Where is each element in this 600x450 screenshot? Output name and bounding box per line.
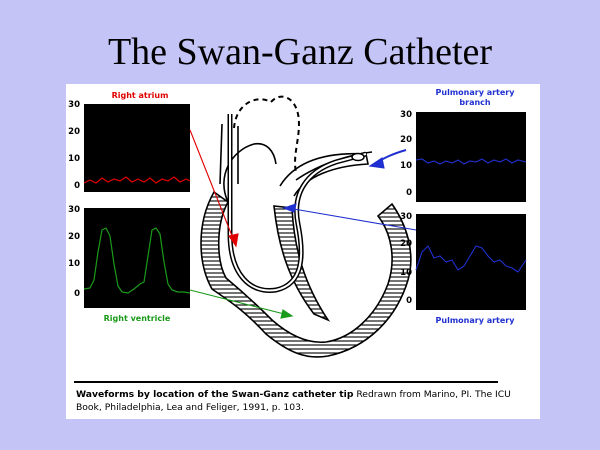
- catheter: [227, 114, 367, 293]
- pulmonary-artery-branch-waveform: [415, 158, 527, 165]
- pa-tick-10: 10: [400, 268, 412, 278]
- pa-tick-20: 20: [400, 239, 412, 249]
- pulmonary-artery-panel: [416, 214, 526, 310]
- pulmonary-artery-branch-label-line1: Pulmonary artery: [435, 88, 515, 97]
- ra-tick-20: 20: [68, 127, 80, 137]
- ventricle-wall: [200, 190, 412, 358]
- ra-tick-10: 10: [68, 154, 80, 164]
- rv-tick-20: 20: [68, 232, 80, 242]
- catheter-figure: Right atrium Right ventricle Pulmonary a…: [66, 84, 540, 419]
- figure-graphics: [74, 95, 527, 383]
- caption-title: Waveforms by location of the Swan-Ganz c…: [76, 389, 354, 400]
- rv-tick-0: 0: [74, 289, 80, 299]
- caption-source: Redrawn from Marino, PI. The ICU Book, P…: [76, 389, 511, 413]
- pulmonary-artery-branch-panel: [416, 112, 526, 202]
- pa-tick-0: 0: [406, 296, 412, 306]
- pulmonary-artery-waveform: [415, 245, 527, 273]
- right-atrium-label: Right atrium: [111, 91, 169, 100]
- ra-tick-0: 0: [74, 181, 80, 191]
- pointer-arrows: [189, 129, 417, 319]
- right-ventricle-panel: [84, 208, 190, 308]
- right-atrium-waveform: [83, 176, 191, 184]
- aortic-arch-outline: [233, 95, 300, 173]
- pulmonary-artery-label: Pulmonary artery: [435, 316, 515, 325]
- pa-tick-30: 30: [400, 212, 412, 222]
- slide-title: The Swan-Ganz Catheter: [107, 31, 493, 73]
- figure-caption: Waveforms by location of the Swan-Ganz c…: [76, 388, 536, 414]
- septum: [273, 205, 331, 322]
- pab-tick-20: 20: [400, 135, 412, 145]
- right-atrium-panel: [84, 104, 190, 192]
- right-ventricle-label: Right ventricle: [103, 314, 171, 323]
- pulmonary-artery-branch-label-line2: branch: [459, 98, 491, 107]
- svc-outline-left: [219, 123, 223, 185]
- right-ventricle-waveform: [83, 227, 191, 294]
- ra-tick-30: 30: [68, 100, 80, 110]
- rv-tick-10: 10: [68, 259, 80, 269]
- rv-tick-30: 30: [68, 205, 80, 215]
- pab-tick-10: 10: [400, 161, 412, 171]
- right-atrium-outline: [223, 142, 277, 203]
- pab-tick-30: 30: [400, 110, 412, 120]
- pab-tick-0: 0: [406, 188, 412, 198]
